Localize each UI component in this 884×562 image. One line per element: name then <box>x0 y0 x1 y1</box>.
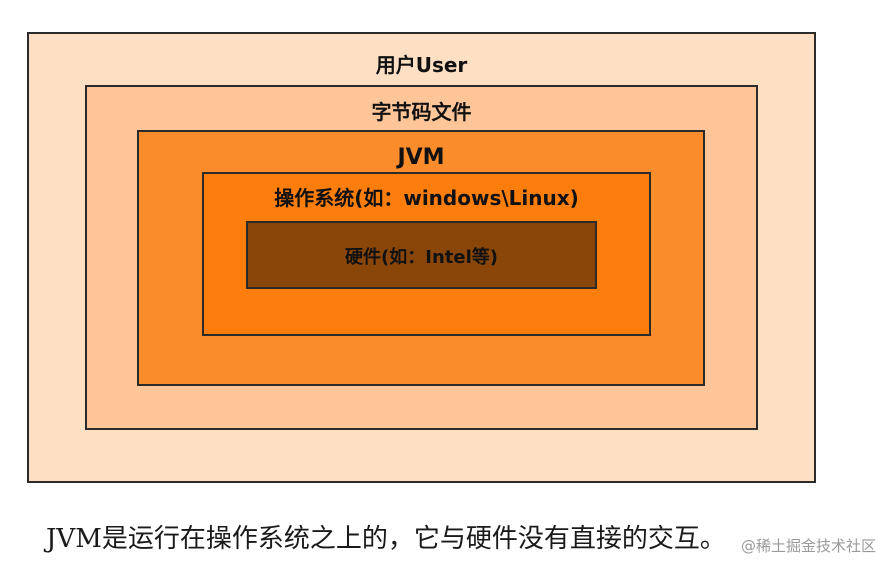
os-layer-label: 操作系统(如：windows\Linux) <box>274 186 579 210</box>
user-layer-label: 用户User <box>375 53 468 77</box>
diagram-caption: JVM是运行在操作系统之上的，它与硬件没有直接的交互。 <box>46 524 726 554</box>
jvm-layer-label: JVM <box>397 145 445 170</box>
hardware-layer: 硬件(如：Intel等) <box>246 221 597 289</box>
watermark: @稀土掘金技术社区 <box>740 537 876 555</box>
hardware-layer-label: 硬件(如：Intel等) <box>345 247 498 268</box>
bytecode-layer-label: 字节码文件 <box>371 100 472 124</box>
